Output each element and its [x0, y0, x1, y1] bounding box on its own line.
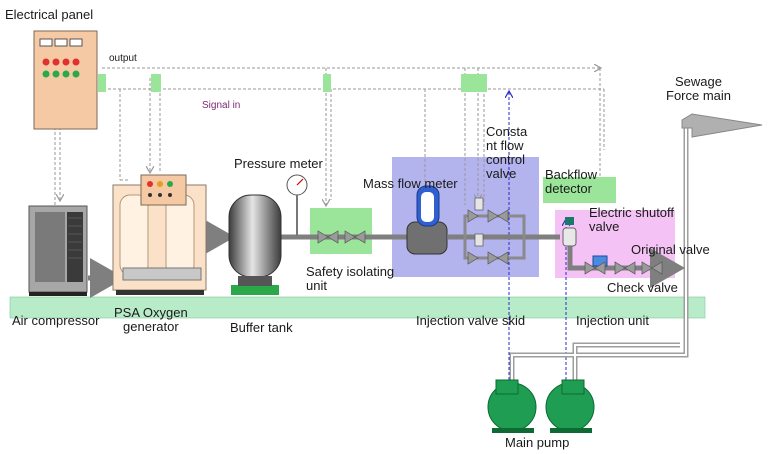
electric-shutoff-valve-label: Electric shutoff valve — [589, 205, 675, 234]
psa-generator-icon — [112, 174, 207, 295]
backflow-detector-label: Backflow detector — [545, 167, 598, 196]
constant-flow-valves — [467, 197, 509, 265]
signal-junctions — [98, 74, 487, 92]
mass-flow-meter-label: Mass flow meter — [363, 176, 458, 191]
pressure-meter-label: Pressure meter — [234, 156, 323, 171]
air-compressor-icon — [28, 205, 88, 296]
unit-valves — [584, 261, 663, 275]
electrical-panel-icon — [33, 30, 98, 130]
output-label: output — [109, 53, 137, 64]
safety-isolating-zone — [310, 208, 372, 254]
signal-in-label: Signal in — [202, 100, 241, 111]
main-pump-label: Main pump — [505, 435, 570, 450]
valve-icon — [317, 230, 366, 244]
original-valve-label: Original valve — [631, 242, 710, 257]
ground-strip — [9, 296, 706, 319]
process-pipes — [88, 217, 685, 298]
injection-unit-label: Injection unit — [576, 313, 649, 328]
backflow-detector-icon — [562, 217, 577, 247]
psa-oxygen-generator-label: PSA Oxygen generator — [114, 305, 188, 334]
electrical-panel-label: Electrical panel — [5, 7, 94, 22]
pressure-gauge-icon — [286, 174, 308, 236]
air-compressor-label: Air compressor — [12, 313, 100, 328]
sewage-outlet-arrow-icon — [681, 113, 763, 138]
check-valve-label: Check valve — [607, 280, 678, 295]
pump-icon — [487, 379, 595, 433]
constant-flow-control-valve-label: Consta nt flow control valve — [486, 124, 528, 181]
safety-isolating-unit-label: Safety isolating unit — [306, 264, 395, 293]
flow-control-loop — [463, 214, 526, 260]
backflow-detector-zone — [543, 177, 616, 203]
buffer-tank-label: Buffer tank — [230, 320, 293, 335]
sewage-force-main-label: Sewage Force main — [666, 74, 732, 103]
injection-valve-skid-label: Injection valve skid — [416, 313, 526, 328]
buffer-tank-icon — [228, 194, 282, 295]
mass-flow-meter-icon — [406, 185, 448, 255]
